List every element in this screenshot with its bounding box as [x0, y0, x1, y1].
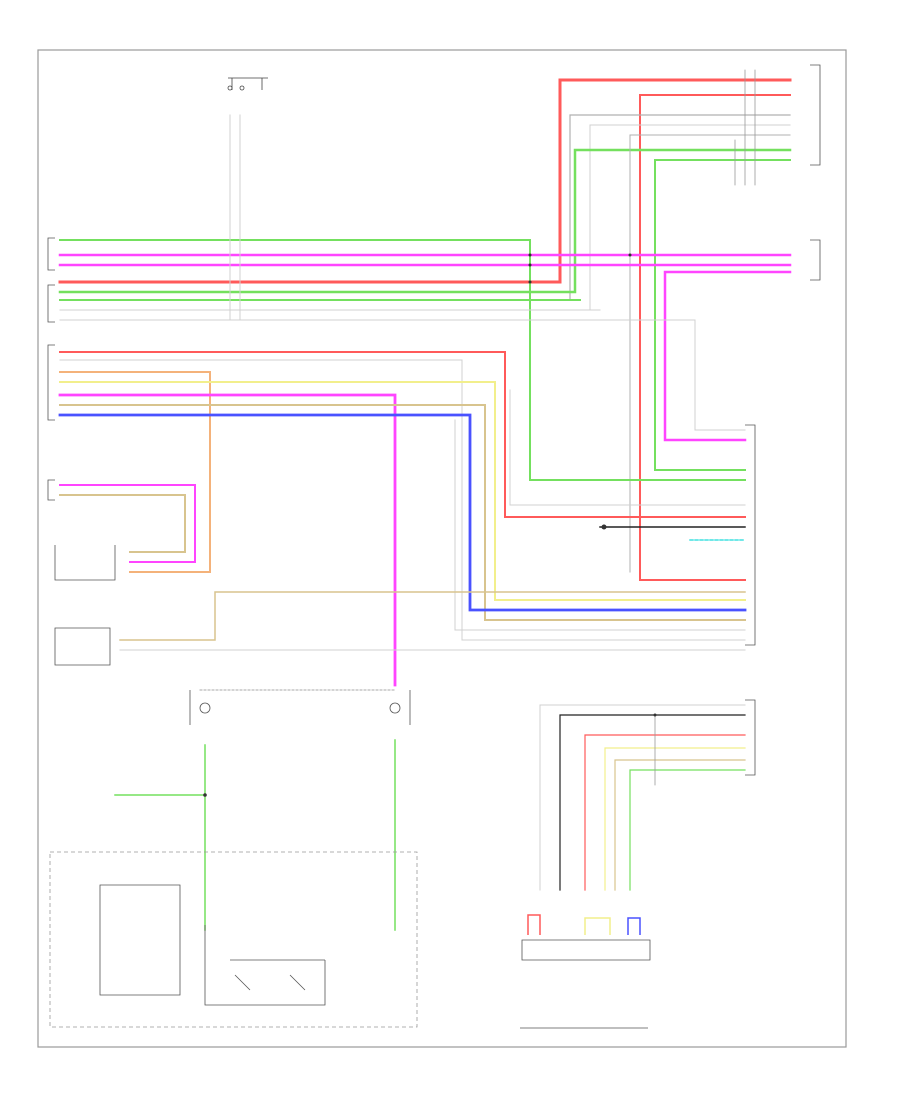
right-top-connector: [810, 64, 821, 166]
wire-gray-top-2: [589, 124, 791, 311]
wire-green-top-2: [654, 159, 791, 471]
bottom-red-loop: [527, 914, 541, 935]
wire-gray-top: [569, 114, 791, 301]
left-connector-c: [47, 344, 55, 421]
ground-symbol-right: [389, 702, 401, 714]
top-switch-symbol: [227, 77, 268, 91]
wire-red-top-1: [58, 78, 792, 284]
wire-gray-mid-2: [509, 389, 746, 506]
wire-red-top-2: [639, 94, 791, 581]
wire-blue-mid: [58, 413, 747, 612]
main-unit-connectors: [189, 690, 411, 725]
left-connector-d: [47, 479, 55, 501]
wire-tan-small: [59, 494, 186, 553]
left-small-unit: [54, 545, 116, 581]
ground-symbol-left: [199, 702, 211, 714]
left-switch-unit: [54, 627, 111, 666]
wire-gray-mid-1: [59, 359, 746, 641]
wire-black-low: [559, 714, 746, 891]
bottom-yellow-loop: [584, 917, 611, 935]
wire-yellow-mid: [59, 381, 746, 601]
lower-module-inner: [99, 884, 326, 1006]
left-connector-b: [47, 284, 55, 323]
diagram-border: [37, 49, 847, 1048]
bottom-connector: [520, 914, 651, 1029]
wire-red-mid: [59, 351, 746, 518]
wire-green-low: [629, 769, 746, 891]
wire-yellow-low: [604, 747, 746, 891]
wire-green-top-1: [58, 148, 792, 294]
wire-tan-switch: [119, 591, 746, 641]
right-lower-connector: [745, 699, 756, 776]
bottom-blue-loop: [627, 917, 641, 935]
connector-pins: [47, 64, 821, 776]
wire-orange-mid: [59, 371, 211, 573]
wire-gray-left-2: [59, 319, 746, 431]
wire-green-left-1: [59, 239, 746, 481]
wire-magenta-top-3: [663, 270, 792, 442]
right-mid-connector: [810, 239, 821, 281]
wire-magenta-mid: [58, 393, 397, 687]
splice-points: [203, 253, 657, 797]
wire-tan-mid: [59, 404, 746, 621]
lower-module: [49, 851, 418, 1028]
wire-gray-low-1: [539, 704, 746, 891]
wire-black-top: [734, 69, 756, 186]
left-connector-a: [47, 237, 55, 271]
wire-gray-mid-3: [454, 419, 746, 631]
wire-group: [58, 69, 792, 931]
wire-gray-top-3: [629, 134, 791, 573]
wire-red-low: [584, 734, 746, 891]
wire-magenta-small: [59, 484, 196, 563]
wire-tan-low: [614, 759, 746, 891]
main-control-unit: [745, 424, 756, 646]
